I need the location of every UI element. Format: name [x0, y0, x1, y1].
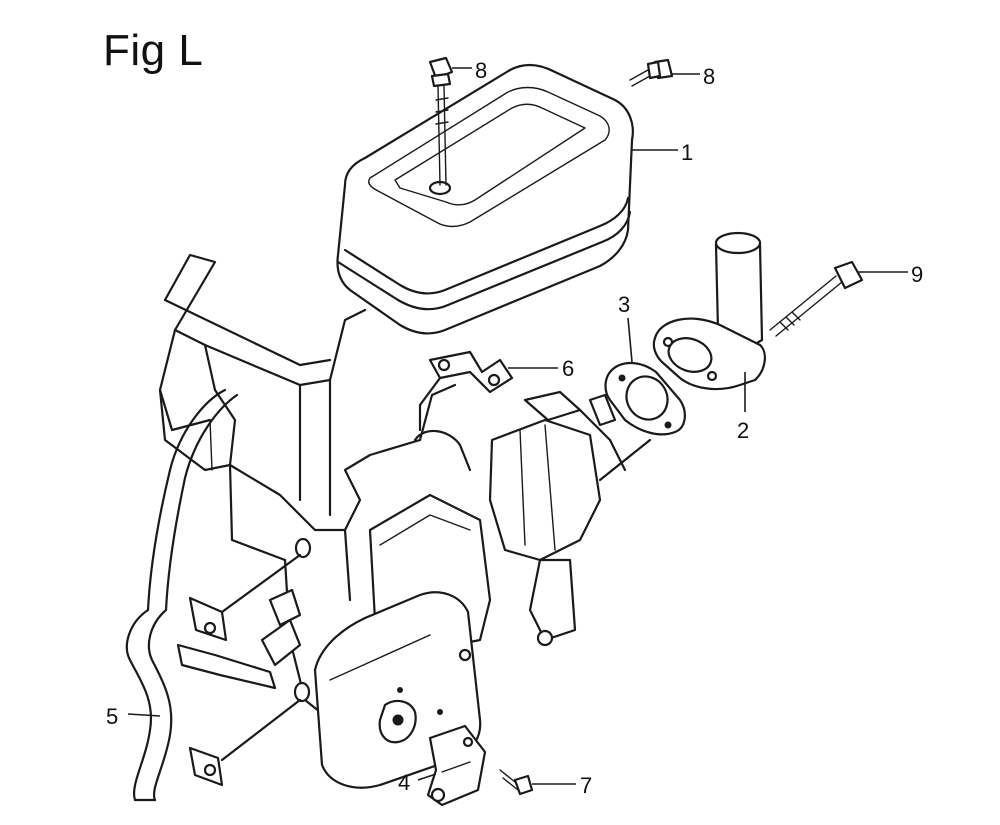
carburetor — [488, 390, 652, 647]
callout-2: 2 — [737, 418, 749, 443]
air-cleaner-cover-part-1 — [336, 63, 634, 335]
callout-9: 9 — [911, 262, 923, 287]
bolt-part-8-left — [428, 56, 454, 186]
callout-7: 7 — [580, 773, 592, 798]
callout-labels: 8 8 1 9 3 6 2 5 4 7 — [106, 58, 923, 798]
leader-lines — [127, 67, 908, 785]
fuel-tube-part-5 — [125, 388, 302, 802]
elbow-part-2 — [652, 231, 766, 391]
gasket-part-3 — [604, 361, 686, 436]
screw-part-7 — [499, 769, 534, 796]
figure-title: Fig L — [103, 26, 204, 75]
bolt-part-8-right — [629, 58, 674, 87]
callout-8-right: 8 — [703, 64, 715, 89]
callout-8-left: 8 — [475, 58, 487, 83]
bracket-part-6 — [418, 350, 514, 432]
callout-1: 1 — [681, 140, 693, 165]
callout-5: 5 — [106, 704, 118, 729]
bolt-part-9 — [769, 260, 864, 337]
callout-3: 3 — [618, 292, 630, 317]
callout-6: 6 — [562, 356, 574, 381]
callout-4: 4 — [398, 770, 410, 795]
